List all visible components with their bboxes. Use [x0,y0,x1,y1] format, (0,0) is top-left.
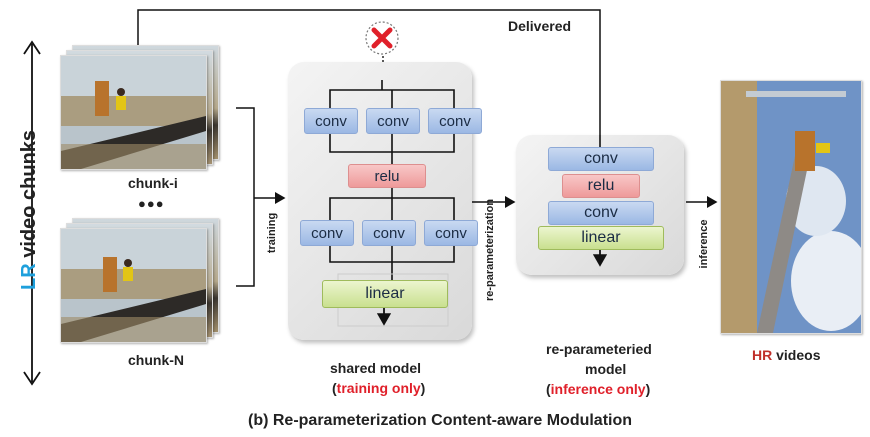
shared-model-panel: conv conv conv relu conv conv conv linea… [288,62,482,340]
chunk-n-label: chunk-N [128,352,184,368]
training-only-label: (training only) [332,380,425,396]
relu-block: relu [348,164,426,188]
linear-block: linear [538,226,664,250]
conv-block: conv [366,108,420,134]
video-frame-front [60,55,207,170]
inference-only-label: (inference only) [546,381,650,397]
shared-model-label: shared model [330,360,422,376]
linear-block: linear [322,280,448,308]
conv-block: conv [362,220,416,246]
hr-videos-label: HR videos [752,347,820,363]
reparam-model-label-line1: re-parameteried [546,341,652,357]
conv-block: conv [304,108,358,134]
conv-block: conv [424,220,478,246]
reparam-model-panel: conv relu conv linear [516,135,684,275]
inference-label: inference [698,219,710,269]
paren: ) [420,380,426,396]
hr-prefix: HR [752,347,773,363]
inference-only-text: inference only [550,381,646,397]
ellipsis-dots: ●●● [138,196,165,211]
lr-rest: video chunks [18,129,40,264]
cross-icon [365,21,399,55]
hr-video-frame [720,80,862,334]
lr-video-chunks-label: LR video chunks [18,130,42,290]
reparam-wiring [592,135,608,267]
conv-block: conv [548,147,654,171]
conv-block: conv [428,108,482,134]
paren: ) [645,381,651,397]
training-label: training [266,212,278,254]
training-only-text: training only [336,380,421,396]
conv-block: conv [548,201,654,225]
chunk-i-label: chunk-i [128,175,178,191]
delivered-label: Delivered [508,18,572,34]
paren: ( [546,381,551,397]
figure-caption: (b) Re-parameterization Content-aware Mo… [248,412,633,429]
hr-rest: videos [772,347,821,363]
lr-prefix: LR [18,263,40,290]
reparameterization-label: re-parameterization [484,198,496,302]
reparam-model-label-line2: model [585,361,627,377]
conv-block: conv [300,220,354,246]
shared-model-wiring [329,80,455,327]
video-frame-front [60,228,207,343]
paren: ( [332,380,337,396]
relu-block: relu [562,174,640,198]
